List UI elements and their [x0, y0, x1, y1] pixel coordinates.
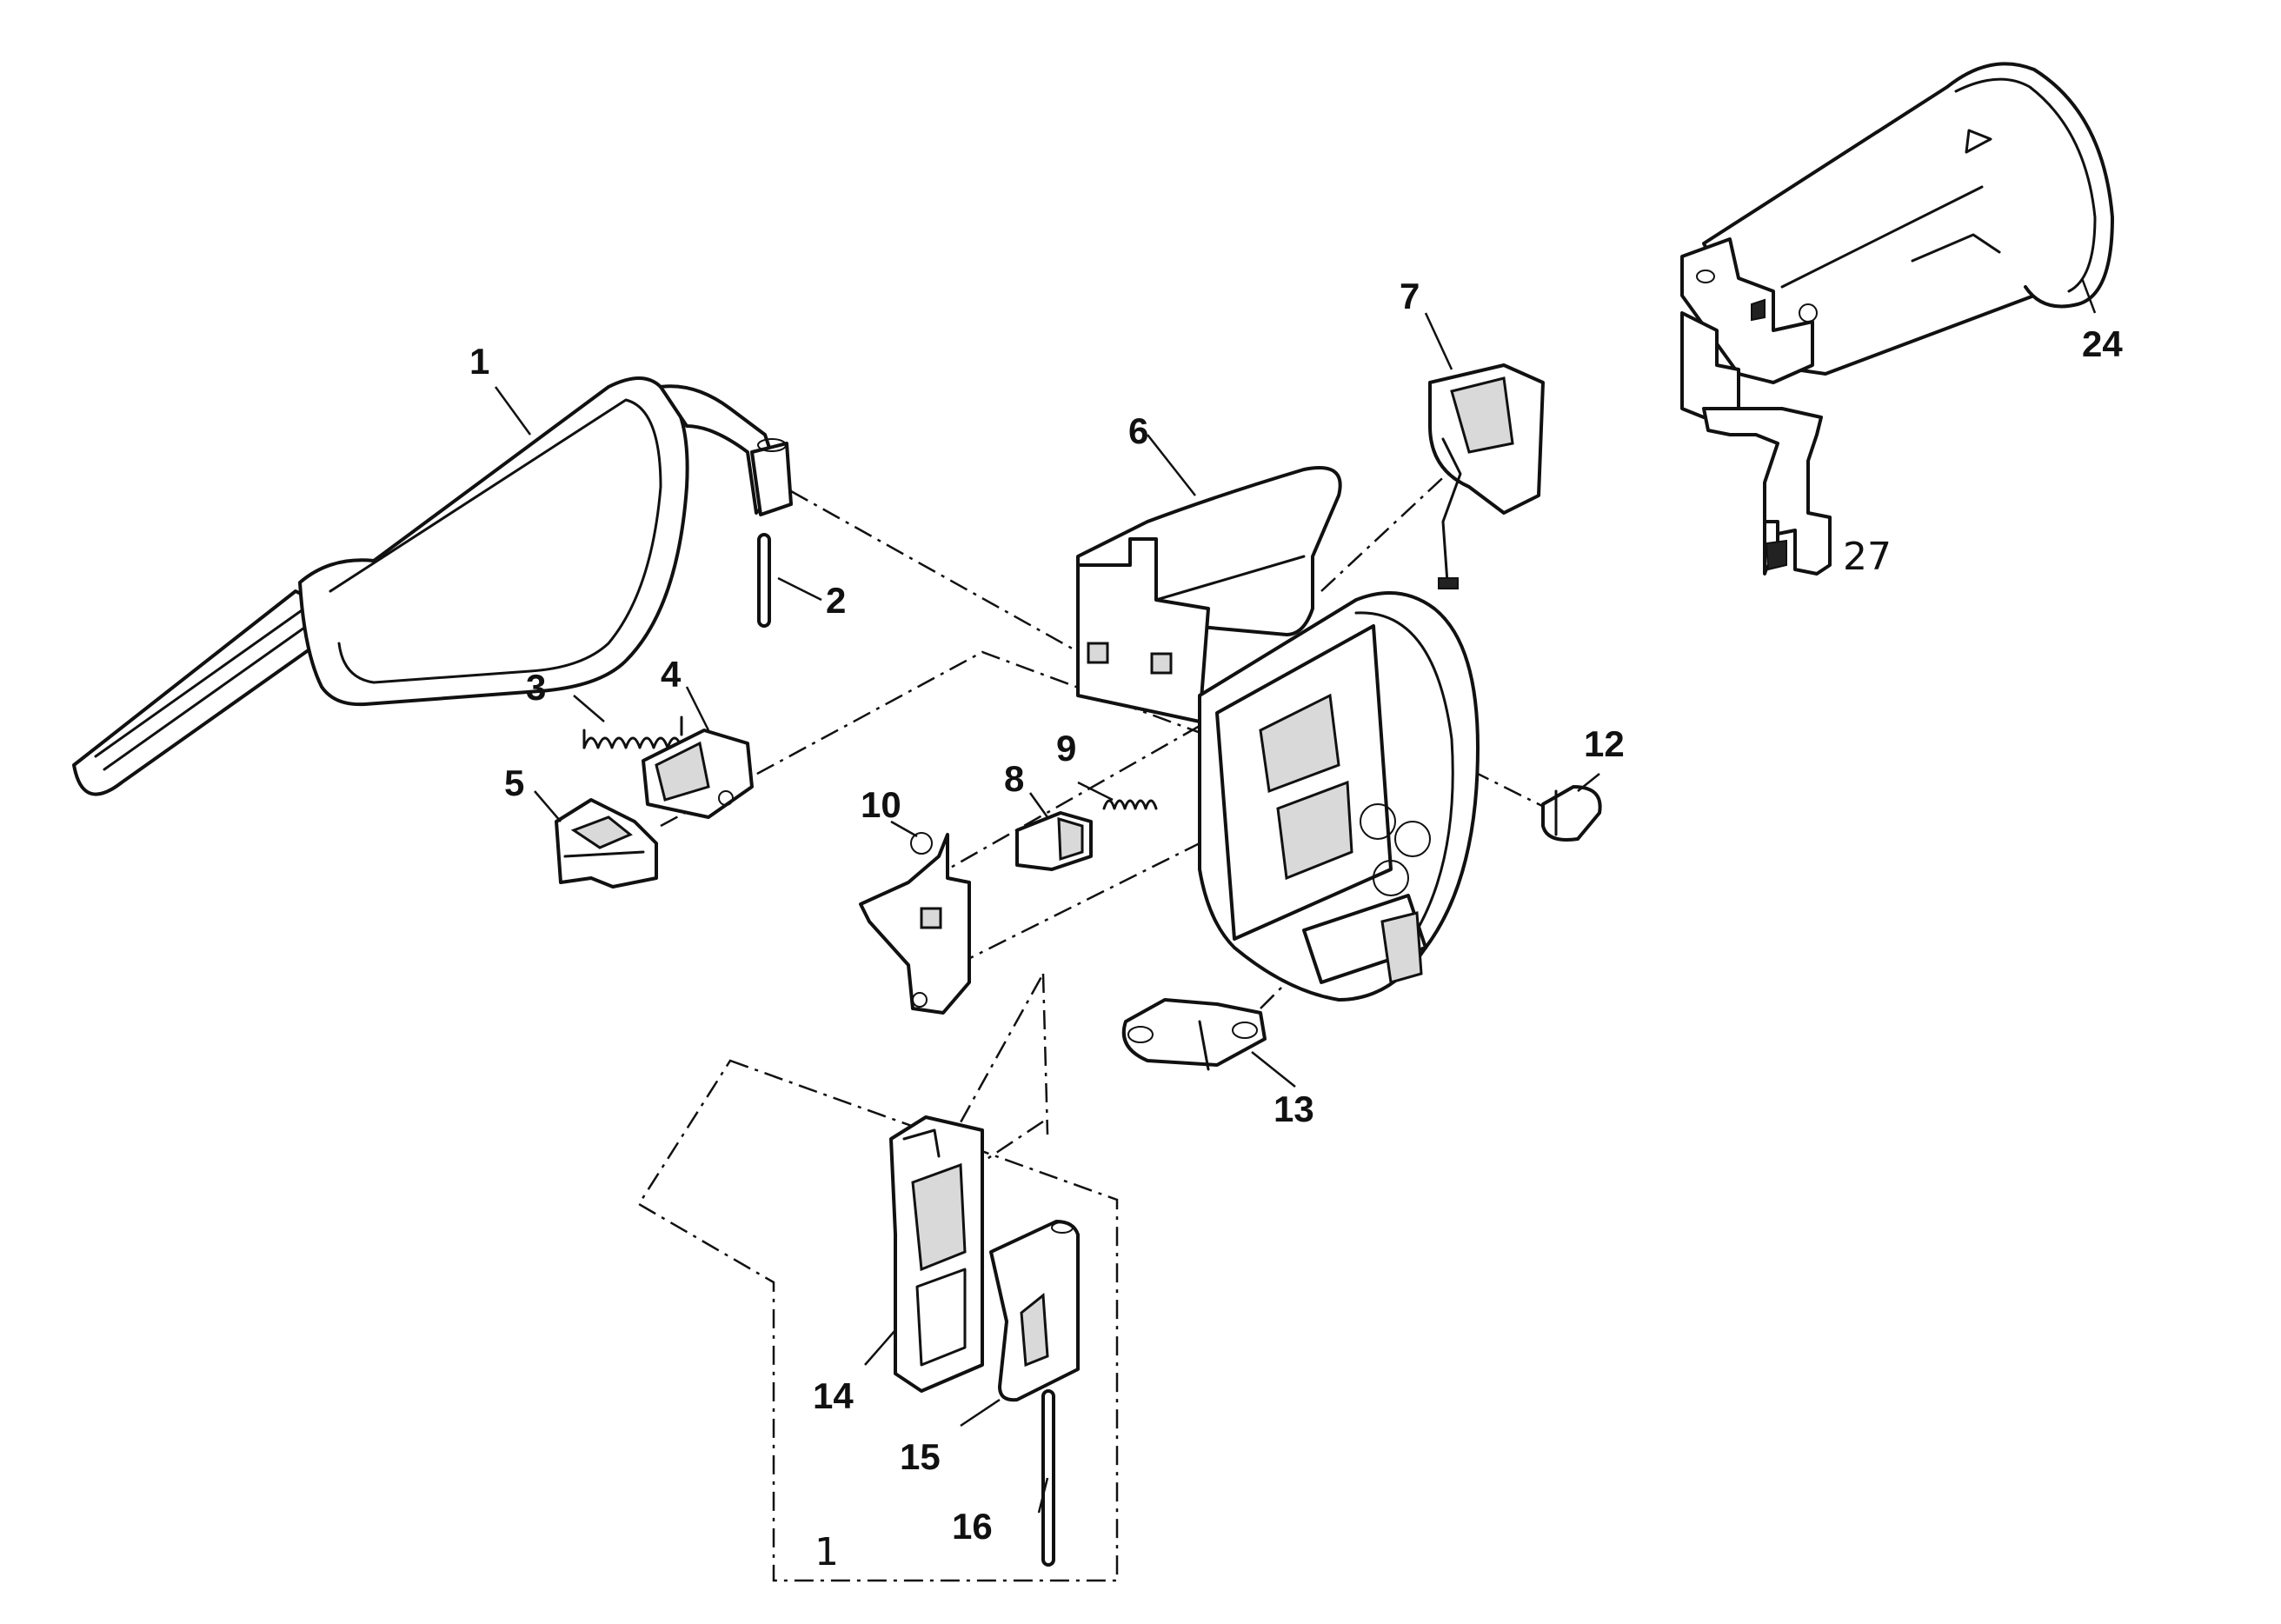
main-body-housing	[1198, 591, 1480, 1002]
callout-27: 27	[1843, 535, 1892, 579]
callout-24: 24	[2082, 323, 2123, 364]
callout-7: 7	[1400, 276, 1420, 316]
callout-1-sub-assembly: 1	[815, 1530, 839, 1574]
part-7-side-cap	[1428, 363, 1545, 589]
callout-1: 1	[469, 341, 489, 382]
part-4-latch	[642, 729, 754, 819]
part-3-spring	[582, 715, 683, 749]
callout-2: 2	[826, 580, 846, 621]
part-6-top-bracket	[1076, 466, 1342, 723]
part-15-cover	[989, 1220, 1080, 1402]
callout-9: 9	[1056, 728, 1076, 769]
callout-5: 5	[504, 762, 524, 803]
sub-assembly-frame	[637, 1059, 1119, 1582]
part-13-bracket	[1121, 998, 1267, 1071]
part-5-clip-block	[555, 798, 658, 889]
part-27-flex-cable	[1702, 407, 1832, 576]
callout-15: 15	[900, 1436, 941, 1477]
part-14-card-holder	[889, 1115, 984, 1393]
part-2-pin	[757, 533, 771, 628]
part-9-spring	[1102, 799, 1158, 810]
callout-3: 3	[526, 667, 546, 708]
callout-14: 14	[813, 1375, 854, 1416]
callout-8: 8	[1004, 758, 1024, 799]
callout-labels: 1 2 3 4 5 6 7 8 9 10 12 13 14 15 16 24 2…	[469, 276, 2123, 1574]
callout-4: 4	[661, 654, 682, 695]
callout-16: 16	[952, 1506, 993, 1547]
callout-10: 10	[861, 784, 901, 825]
part-16-long-pin	[1041, 1389, 1055, 1567]
callout-13: 13	[1274, 1088, 1314, 1129]
part-12-small-button	[1541, 785, 1602, 842]
leader-lines	[494, 277, 2097, 1514]
part-1-handle-strap	[72, 376, 793, 796]
callout-12: 12	[1584, 723, 1625, 764]
part-10-lever-plate	[859, 832, 971, 1015]
part-8-slider	[1015, 811, 1093, 871]
part-24-viewfinder-barrel	[1680, 62, 2114, 423]
callout-6: 6	[1128, 410, 1148, 451]
